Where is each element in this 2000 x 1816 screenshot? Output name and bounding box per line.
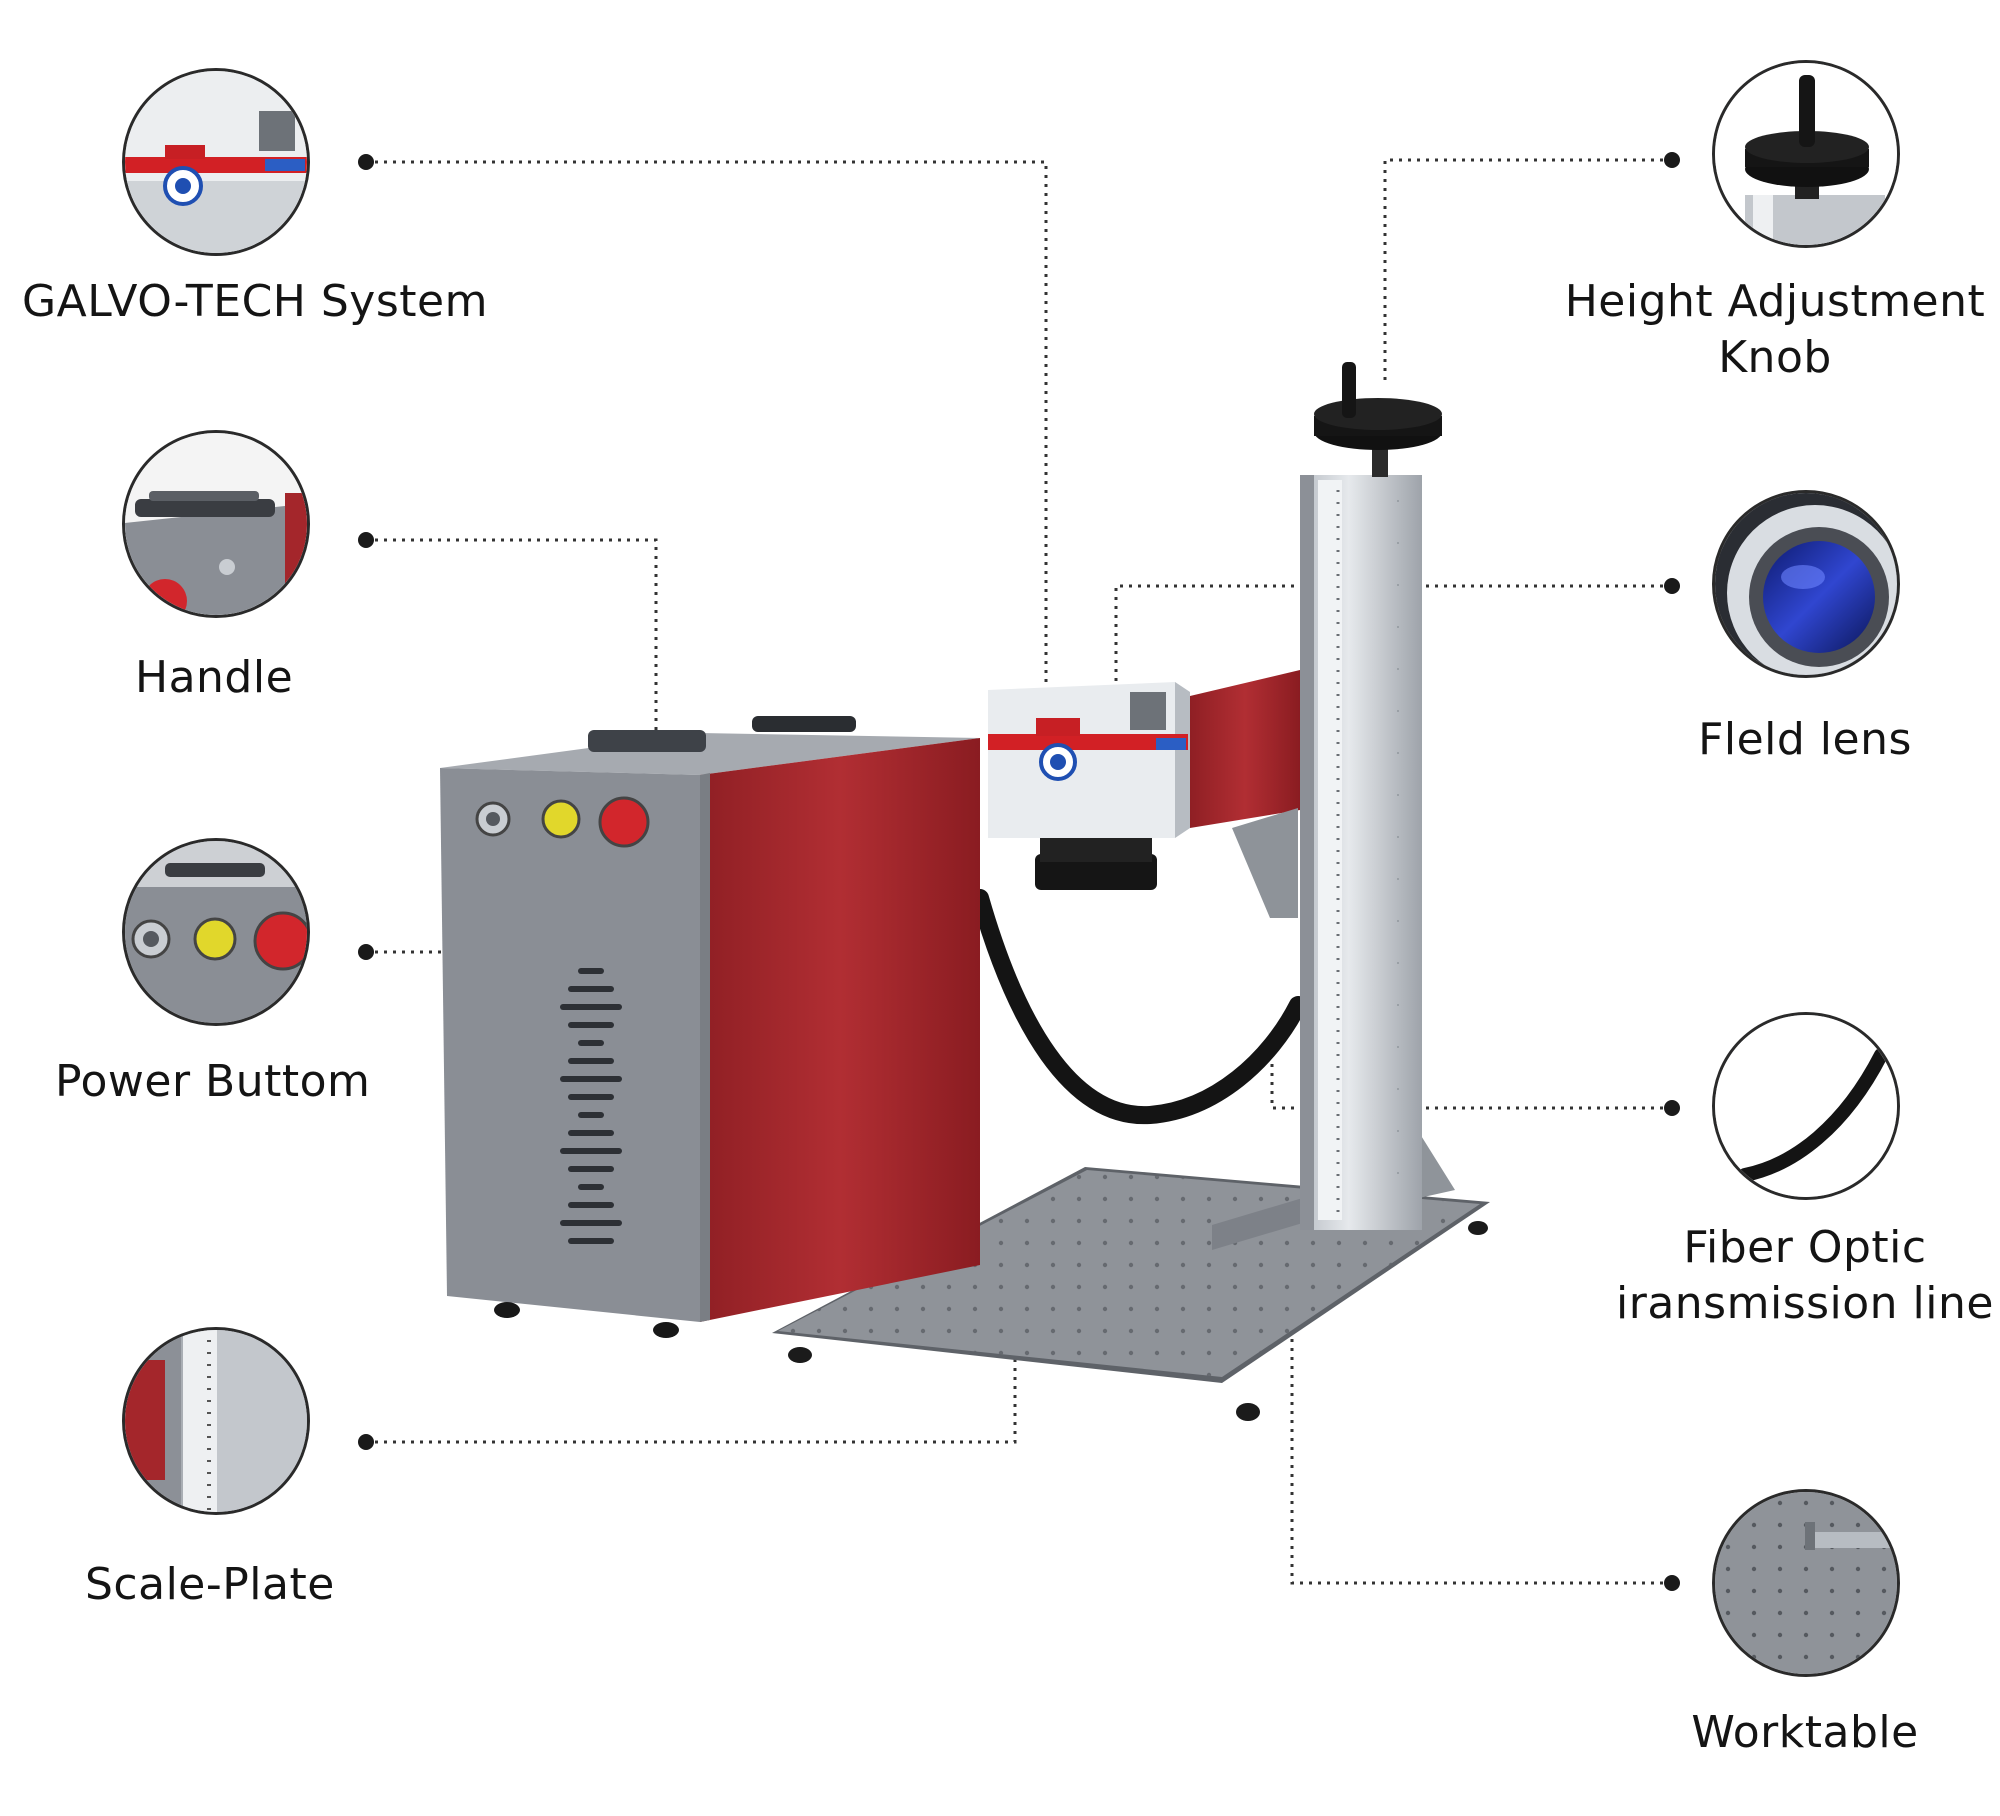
height-knob-label-line1: Height Adjustment xyxy=(1564,276,1986,327)
leader-handle xyxy=(366,538,658,735)
power-label: Power Buttom xyxy=(55,1056,371,1107)
fiber-detail-circle xyxy=(1712,1012,1900,1200)
leader-dots xyxy=(358,152,1680,1591)
galvo-label: GALVO-TECH System xyxy=(22,276,488,327)
power-detail-circle xyxy=(122,838,310,1026)
scale-plate-label: Scale-Plate xyxy=(85,1559,335,1610)
field-lens-label: Fleld lens xyxy=(1698,714,1912,765)
height-knob-detail-circle xyxy=(1712,60,1900,248)
worktable-detail-circle xyxy=(1712,1489,1900,1677)
leader-worktable xyxy=(1290,1300,1672,1585)
fiber-label-line1: Fiber Optic xyxy=(1683,1222,1927,1273)
fiber-label: Fiber Optic iransmission line xyxy=(1595,1220,2000,1332)
horizontal-arm xyxy=(1190,670,1300,918)
galvo-head xyxy=(988,682,1190,890)
laser-source-cabinet xyxy=(440,716,980,1338)
handle-label: Handle xyxy=(135,652,294,703)
field-lens-detail-circle xyxy=(1712,490,1900,678)
leader-galvo xyxy=(366,160,1048,692)
lifting-column xyxy=(1212,362,1455,1250)
scale-detail-circle xyxy=(122,1327,310,1515)
height-knob-label: Height Adjustment Knob xyxy=(1550,274,2000,386)
fiber-optic-cable xyxy=(971,889,1307,1125)
power-detail-image xyxy=(125,841,307,1023)
scale-detail-image xyxy=(125,1330,307,1512)
worktable-label: Worktable xyxy=(1691,1707,1919,1758)
galvo-detail-circle xyxy=(122,68,310,256)
height-knob-detail-image xyxy=(1715,63,1897,245)
cabinet-vent-slots xyxy=(560,968,622,1244)
galvo-detail-image xyxy=(125,71,307,253)
worktable-detail-image xyxy=(1715,1492,1897,1674)
height-knob-label-line2: Knob xyxy=(1718,332,1832,383)
fiber-detail-image xyxy=(1715,1015,1897,1197)
field-lens-detail-image xyxy=(1715,493,1897,675)
leader-height xyxy=(1383,158,1672,380)
handle-detail-image xyxy=(125,433,307,615)
fiber-label-line2: iransmission line xyxy=(1616,1278,1994,1329)
leader-fiber xyxy=(1270,1060,1672,1110)
handle-detail-circle xyxy=(122,430,310,618)
